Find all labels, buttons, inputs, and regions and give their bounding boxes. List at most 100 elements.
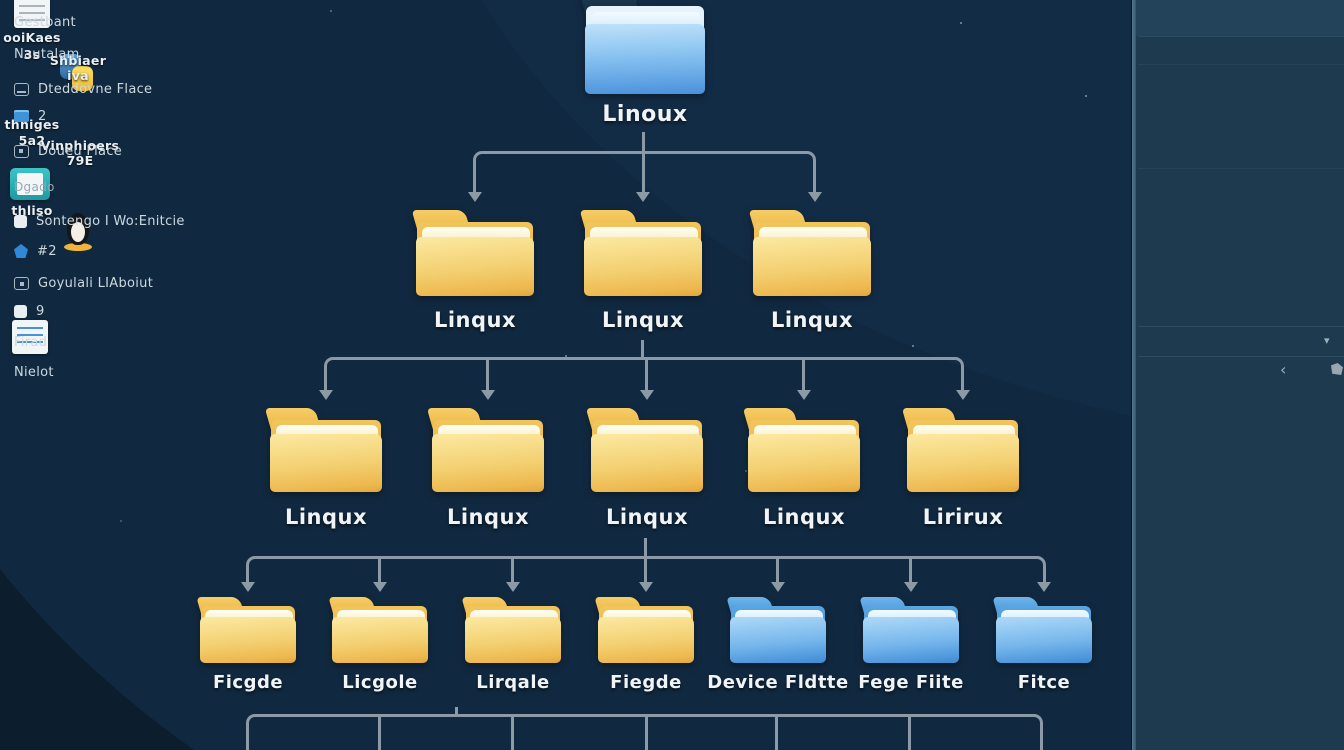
connector-line [775,715,778,750]
python-icon[interactable] [58,54,95,94]
page-icon[interactable] [1331,363,1343,375]
document-blue-icon[interactable] [12,320,48,354]
folder-blue-icon [14,110,29,122]
window-outline-icon [14,82,29,96]
penguin-icon[interactable] [62,213,94,251]
window-arrow-icon [14,144,29,158]
panel-item[interactable]: 2 [14,107,47,125]
folder-node[interactable] [411,210,535,296]
connector-line [511,715,514,750]
panel-item[interactable]: Dteddovne Flace [14,80,152,98]
connector-line [378,715,381,750]
panel-footer-label: Firad [14,334,48,350]
desktop-icon-sublabel: iva [67,68,89,83]
arrowhead [241,582,255,592]
panel-item[interactable]: Sontengo I Wo:Enitcie [14,212,185,230]
folder-node[interactable] [594,597,695,663]
folder-label: Ficgde [212,672,284,693]
connector-line [645,715,648,750]
panel-footer-label: Nielot [14,364,54,380]
folder-label: Linqux [446,505,530,529]
folder-node[interactable] [578,0,706,94]
panel-title: Gestbant [14,13,76,31]
divider [1138,356,1344,357]
folder-node[interactable] [992,597,1093,663]
panel-item-label: Sontengo I Wo:Enitcie [36,213,185,229]
panel-item[interactable]: Goyulali LIAboiut [14,274,153,292]
folder-node[interactable] [743,408,861,492]
panel-footer-item[interactable]: Firad [14,333,47,351]
arrowhead [640,390,654,400]
folder-node[interactable] [328,597,429,663]
folder-label: Lirirux [922,505,1004,529]
connector-line [642,132,645,153]
folder-node[interactable] [748,210,872,296]
desktop-icon-label: Vinphioers [40,138,120,153]
python-icon-bottom [72,66,93,91]
divider [1138,168,1344,169]
panel-subtitle: Nautalam [14,45,80,63]
pentagon-blue-icon [14,244,28,258]
square-white-icon [14,214,27,228]
panel-item[interactable]: #2 [14,242,57,260]
document-icon[interactable] [14,0,50,28]
panel-subtitle-text: Nautalam [14,46,80,62]
panel-item-label: Doueu Flace [38,143,123,159]
arrowhead [797,390,811,400]
folder-node[interactable] [579,210,703,296]
folder-label: Device Fldtte [707,672,849,693]
panel-header-band [1136,0,1344,36]
connector-line [645,358,648,394]
folder-label: Fege Fiite [858,672,964,693]
folder-label: Linqux [605,505,689,529]
connector-line [644,538,647,557]
package-teal-icon[interactable] [10,168,50,200]
folder-label: Linqux [770,308,854,332]
arrowhead [373,582,387,592]
folder-label: Linqux [762,505,846,529]
panel-item-label: Goyulali LIAboiut [38,275,154,291]
panel-item-label: #2 [37,243,57,259]
arrowhead [771,582,785,592]
arrowhead [319,390,333,400]
star-dot [960,22,962,24]
star-dot [120,520,122,522]
connector-line [378,557,381,583]
arrowhead [808,192,822,202]
side-panel [1131,0,1344,750]
folder-node[interactable] [726,597,827,663]
chevron-down-icon[interactable]: ▾ [1324,334,1330,347]
panel-item[interactable]: Doueu Flace [14,142,122,160]
divider [1138,64,1344,65]
panel-item-label: 2 [38,108,47,124]
desktop-icon-label: ooiKaes [3,30,61,45]
panel-footer-item[interactable]: Nielot [14,363,54,381]
connector-line [802,358,805,394]
star-dot [745,470,747,472]
desktop-icon-sublabel: 79E [66,153,94,168]
penguin-belly [71,222,85,242]
desktop-icon-sublabel: 3s [23,47,41,62]
folder-node[interactable] [586,408,704,492]
folder-node[interactable] [461,597,562,663]
desktop-icon-label: Shbiaer [49,53,107,68]
arrowhead [481,390,495,400]
folder-label: Linoux [602,102,688,127]
folder-node[interactable] [265,408,383,492]
folder-node[interactable] [859,597,960,663]
divider [1138,36,1344,37]
folder-node[interactable] [196,597,297,663]
panel-item-label: Dteddovne Flace [38,81,153,97]
arrowhead [956,390,970,400]
arrowhead [1037,582,1051,592]
folder-node[interactable] [902,408,1020,492]
star-dot [912,345,914,347]
folder-node[interactable] [427,408,545,492]
connector-line [486,358,489,394]
panel-item[interactable]: 9 [14,302,45,320]
chevron-left-icon[interactable]: ‹ [1280,360,1287,379]
folder-label: Linqux [601,308,685,332]
folder-label: Lirqale [476,672,550,693]
arrowhead [904,582,918,592]
panel-title-text: Gestbant [14,14,76,30]
